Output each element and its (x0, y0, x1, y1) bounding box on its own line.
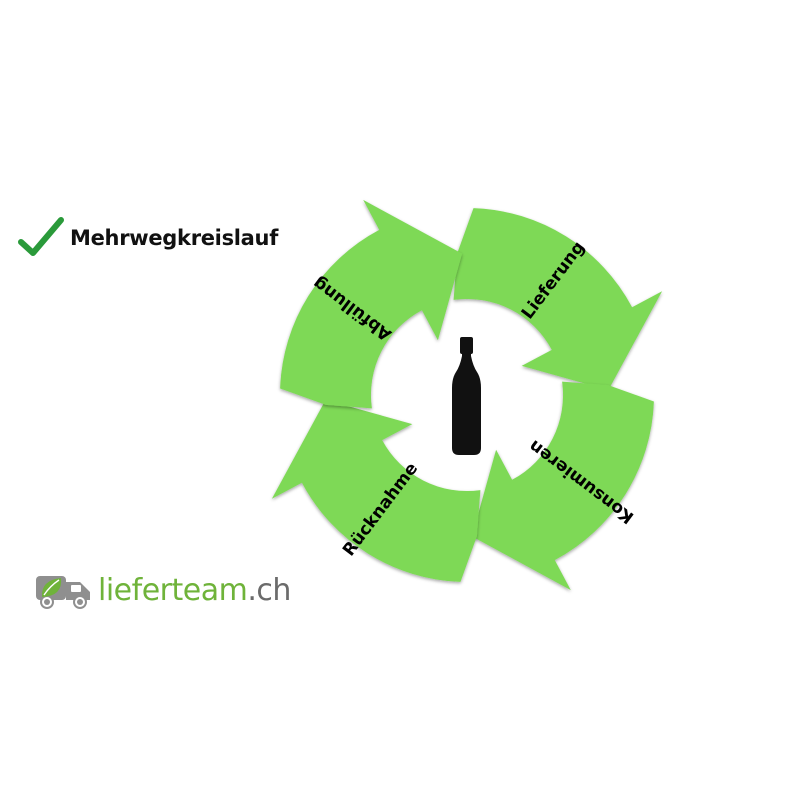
arrow-lieferung (453, 208, 663, 391)
heading: Mehrwegkreislauf (18, 214, 278, 262)
brand-name: lieferteam (98, 572, 248, 608)
heading-text: Mehrwegkreislauf (70, 226, 279, 250)
bottle-icon (452, 337, 481, 455)
arrow-rucknahme (271, 399, 481, 582)
check-icon (18, 217, 64, 256)
cycle-arrows (271, 199, 663, 591)
arrow-konsumieren (471, 381, 654, 591)
logo: lieferteam.ch (34, 566, 291, 614)
brand-text: lieferteam.ch (98, 573, 291, 608)
arrow-abfullung (280, 199, 463, 409)
truck-leaf-icon (36, 576, 90, 609)
brand-tld: .ch (247, 572, 291, 608)
